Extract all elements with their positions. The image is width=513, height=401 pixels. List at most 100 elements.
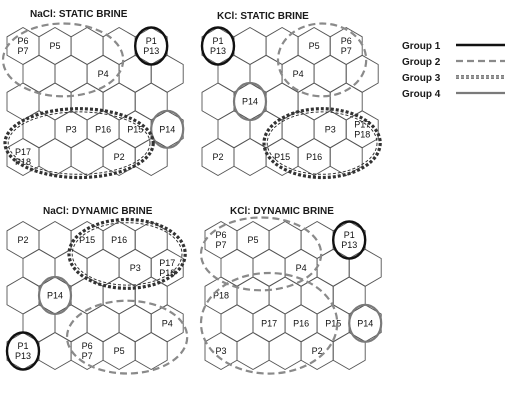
legend-entry: Group 4 — [402, 89, 505, 100]
hex-cell — [220, 304, 254, 343]
group-3-inner-outline — [71, 222, 183, 286]
cell-label: P5 — [114, 346, 125, 356]
group-3-outline — [3, 107, 155, 180]
group-2-outline — [199, 216, 323, 292]
hex-cell — [118, 304, 152, 343]
cell-label: P17 — [15, 147, 31, 157]
hex-cell — [54, 54, 88, 93]
cell-label: P14 — [159, 124, 175, 134]
cell-label: P17 — [159, 258, 175, 268]
hex-grid — [6, 26, 184, 177]
cell-label: P1 — [146, 36, 157, 46]
legend-entry: Group 1 — [402, 41, 505, 52]
hex-cell — [86, 248, 120, 287]
cell-label: P14 — [47, 291, 63, 301]
cell-label: P2 — [114, 152, 125, 162]
hex-cell — [86, 304, 120, 343]
cell-label: P6 — [215, 230, 226, 240]
hex-cell — [102, 82, 136, 121]
group-4-outline — [348, 303, 383, 343]
group-1-outline — [200, 26, 236, 66]
cell-label: P16 — [293, 318, 309, 328]
group-3-outline — [262, 107, 382, 180]
cell-label: P18 — [213, 291, 229, 301]
panel-title: KCl: DYNAMIC BRINE — [230, 206, 334, 217]
cell-label: P14 — [242, 97, 258, 107]
hex-cell — [6, 276, 40, 315]
cell-label: P7 — [341, 46, 352, 56]
group-2-outline — [1, 22, 125, 98]
hex-cell — [134, 82, 168, 121]
group-4-outline — [232, 81, 268, 122]
hex-cell — [300, 276, 334, 315]
hex-cell — [38, 137, 72, 177]
hex-cell — [268, 220, 302, 260]
group-4-outline — [37, 275, 73, 316]
cell-label: P4 — [293, 69, 304, 79]
hex-cell — [70, 82, 104, 121]
cell-label: P7 — [17, 46, 28, 56]
hex-cell — [233, 137, 267, 177]
hex-cell — [313, 54, 347, 93]
hex-cell — [220, 248, 254, 287]
group-1-outline — [5, 331, 41, 371]
cell-label: P2 — [17, 235, 28, 245]
group-1-outline — [133, 26, 169, 66]
hex-cell — [297, 82, 331, 121]
hex-cell — [281, 110, 315, 149]
hex-cell — [54, 248, 88, 287]
hex-grid — [204, 220, 382, 371]
cell-label: P6 — [341, 36, 352, 46]
legend-label: Group 3 — [402, 73, 441, 84]
hex-cell — [70, 276, 104, 315]
panel-title: NaCl: STATIC BRINE — [30, 9, 128, 20]
cell-label: P15 — [325, 318, 341, 328]
cell-label: P14 — [357, 318, 373, 328]
hex-cell — [332, 276, 366, 315]
cell-label: P1 — [344, 230, 355, 240]
legend-label: Group 4 — [402, 89, 441, 100]
hex-cell — [150, 54, 184, 93]
group-2-outline — [65, 299, 189, 375]
cell-label: P17 — [354, 119, 370, 129]
legend-label: Group 1 — [402, 41, 441, 52]
hex-cell — [268, 276, 302, 315]
cell-label: P4 — [98, 69, 109, 79]
cell-label: P16 — [95, 124, 111, 134]
hex-cell — [70, 26, 104, 66]
cell-label: P6 — [17, 36, 28, 46]
cell-label: P18 — [159, 268, 175, 278]
cell-label: P6 — [82, 341, 93, 351]
hex-cell — [201, 82, 235, 121]
cell-label: P1 — [17, 341, 28, 351]
cell-label: P3 — [215, 346, 226, 356]
hex-cell — [236, 331, 270, 371]
cell-label: P7 — [82, 351, 93, 361]
hex-cell — [102, 276, 136, 315]
hex-cell — [134, 137, 168, 177]
hex-cell — [268, 331, 302, 371]
cell-label: P4 — [162, 318, 173, 328]
hex-cell — [236, 276, 270, 315]
cell-label: P13 — [341, 240, 357, 250]
cell-label: P15 — [127, 124, 143, 134]
hex-cell — [217, 54, 251, 93]
hex-cell — [38, 220, 72, 260]
legend-entry: Group 3 — [402, 73, 505, 84]
hex-cell — [249, 110, 283, 149]
hex-cell — [329, 137, 363, 177]
hex-cell — [22, 54, 56, 93]
hex-cell — [38, 331, 72, 371]
cell-label: P4 — [296, 263, 307, 273]
cell-label: P2 — [312, 346, 323, 356]
cell-label: P3 — [130, 263, 141, 273]
hex-cell — [332, 331, 366, 371]
cell-label: P18 — [354, 129, 370, 139]
hex-cell — [217, 110, 251, 149]
cell-label: P13 — [143, 46, 159, 56]
